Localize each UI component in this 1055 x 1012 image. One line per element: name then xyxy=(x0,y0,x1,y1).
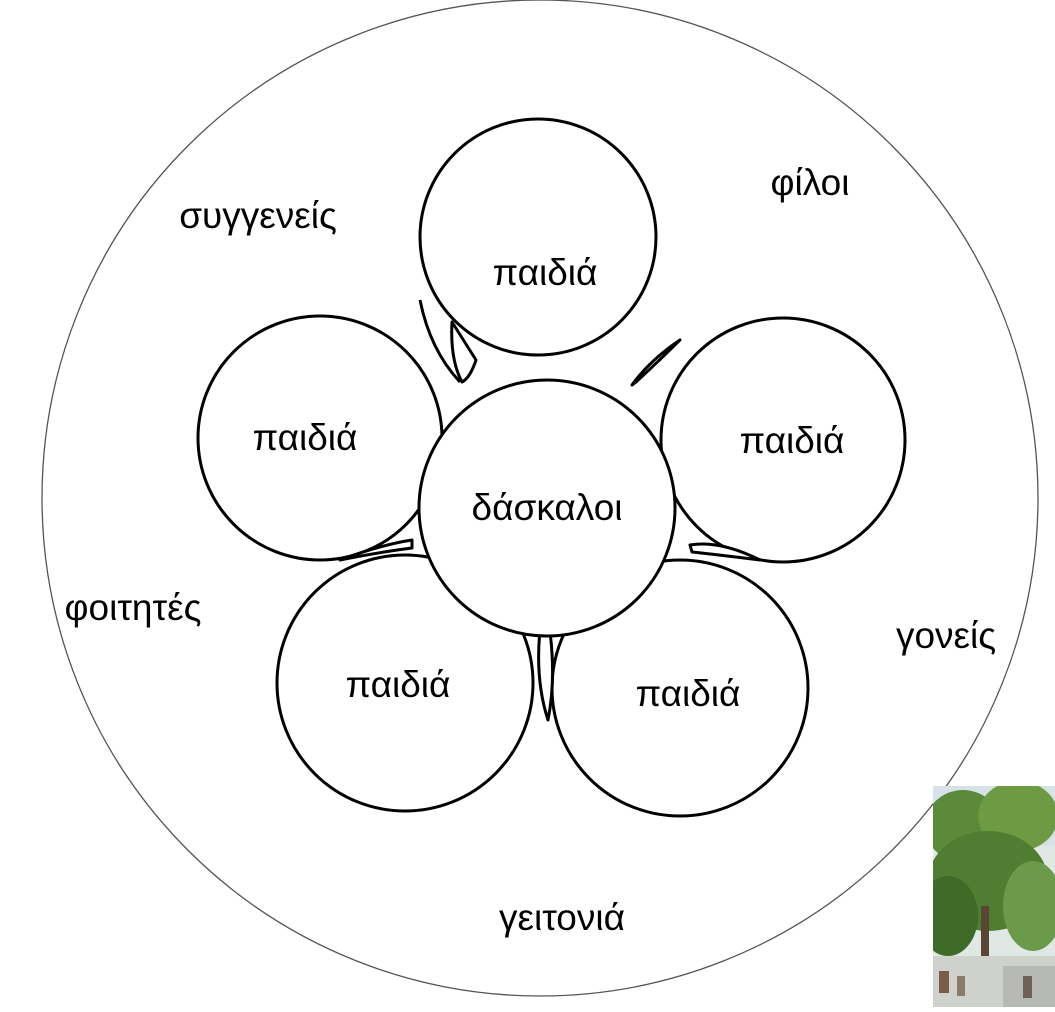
petal-label-left: παιδιά xyxy=(253,417,358,458)
outer-circle xyxy=(41,0,1039,997)
petal-top-stem-left xyxy=(450,320,478,384)
petal-label-bottom-left: παιδιά xyxy=(346,664,451,705)
petal-label-bottom-right: παιδιά xyxy=(636,673,741,714)
petal-top xyxy=(418,117,658,357)
petal-right xyxy=(659,316,907,564)
outer-label-parents: γονείς xyxy=(896,615,996,656)
center-circle xyxy=(417,378,677,638)
outer-label-students: φοιτητές xyxy=(65,587,202,628)
tree-street-photo-icon xyxy=(933,786,1055,1007)
petal-join-1 xyxy=(418,299,462,384)
petal-bottom-left xyxy=(275,553,535,813)
petal-right-stem xyxy=(630,338,682,387)
petal-label-right: παιδιά xyxy=(740,420,845,461)
petal-bottom-tip xyxy=(537,628,555,722)
petal-right-tip xyxy=(688,542,762,562)
center-label: δάσκαλοι xyxy=(472,487,623,528)
outer-label-relatives: συγγενείς xyxy=(179,195,337,236)
petal-label-top: παιδιά xyxy=(493,252,598,293)
outer-label-neighborhood: γειτονιά xyxy=(499,897,625,938)
petal-left-tip xyxy=(338,538,414,562)
outer-label-friends: φίλοι xyxy=(771,162,850,203)
